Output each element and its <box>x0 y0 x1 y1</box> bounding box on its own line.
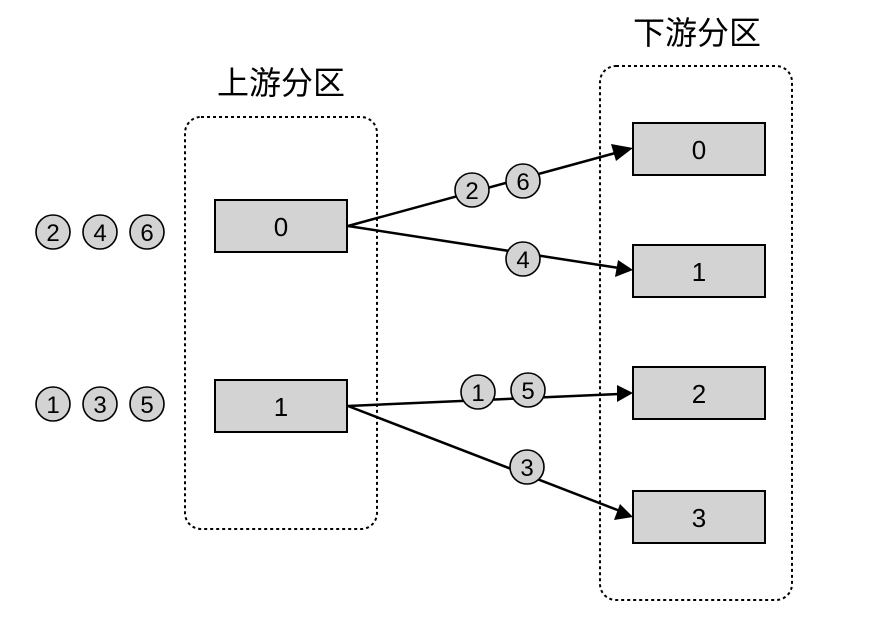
downstream-partition-1 <box>632 244 766 298</box>
record-token-label: 5 <box>140 392 153 419</box>
upstream-partition-0 <box>214 199 348 253</box>
upstream-group: 上游分区 0 1 <box>184 64 378 530</box>
record-token-label: 1 <box>471 380 484 407</box>
flow-up1-down3-records: 3 <box>509 449 545 485</box>
record-token <box>510 372 546 408</box>
downstream-partition-0 <box>632 122 766 176</box>
upstream-partition-0-label: 0 <box>274 212 288 242</box>
upstream-partition-1-label: 1 <box>274 392 288 422</box>
downstream-partition-3 <box>632 490 766 544</box>
upstream-partition-1 <box>214 379 348 433</box>
record-token-label: 4 <box>516 247 529 274</box>
flow-arrow-up1-down3 <box>347 404 621 513</box>
downstream-partition-2 <box>632 366 766 420</box>
downstream-group-frame <box>599 65 793 601</box>
record-token-label: 5 <box>521 378 534 405</box>
record-token <box>35 386 71 422</box>
record-token-label: 3 <box>520 455 533 482</box>
record-token <box>509 449 545 485</box>
flows <box>347 144 633 520</box>
downstream-partition-0-label: 0 <box>692 135 706 165</box>
record-token <box>505 241 541 277</box>
downstream-group: 下游分区 0 1 2 3 <box>599 14 793 601</box>
record-token <box>129 214 165 250</box>
flow-arrowhead-up0-down0 <box>611 144 633 161</box>
flow-arrowhead-up1-down2 <box>617 385 633 402</box>
record-token-label: 6 <box>140 220 153 247</box>
upstream-0-records: 2 4 6 <box>35 214 165 250</box>
record-token <box>82 386 118 422</box>
record-token <box>129 386 165 422</box>
record-token-label: 3 <box>93 392 106 419</box>
upstream-group-frame <box>184 116 378 530</box>
flow-up0-down1-records: 4 <box>505 241 541 277</box>
record-token <box>505 163 541 199</box>
flow-up0-down0-records: 2 6 <box>454 163 541 208</box>
flow-arrowhead-up0-down1 <box>615 260 633 277</box>
record-token-label: 2 <box>465 178 478 205</box>
flow-arrow-up0-down1 <box>347 224 620 270</box>
record-token <box>82 214 118 250</box>
record-token-label: 6 <box>516 169 529 196</box>
record-token <box>460 374 496 410</box>
downstream-partition-3-label: 3 <box>692 503 706 533</box>
flow-arrowhead-up1-down3 <box>614 504 633 520</box>
upstream-title: 上游分区 <box>217 64 345 102</box>
record-token-label: 4 <box>93 220 106 247</box>
record-token-label: 2 <box>46 220 59 247</box>
downstream-partition-2-label: 2 <box>692 379 706 409</box>
upstream-1-records: 1 3 5 <box>35 386 165 422</box>
record-token-label: 1 <box>46 392 59 419</box>
flow-up1-down2-records: 1 5 <box>460 372 546 410</box>
downstream-partition-1-label: 1 <box>692 257 706 287</box>
record-token <box>35 214 71 250</box>
record-token <box>454 172 490 208</box>
downstream-title: 下游分区 <box>633 14 761 52</box>
